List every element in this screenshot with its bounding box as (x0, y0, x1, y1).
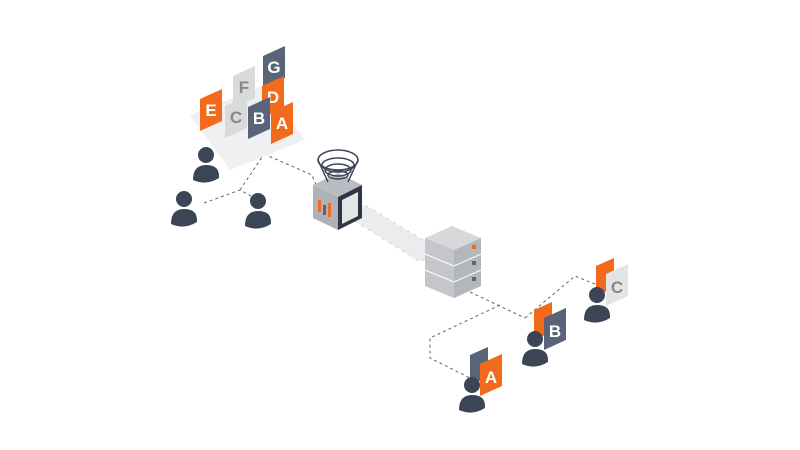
output-user-c: C (584, 258, 628, 323)
svg-text:B: B (253, 109, 265, 128)
processing-machine (313, 149, 362, 230)
funnel-icon (317, 149, 359, 183)
svg-text:E: E (205, 101, 216, 120)
tile-b: B (248, 97, 270, 139)
output-user-a: A (459, 347, 502, 413)
user-icon (193, 147, 219, 183)
tile-e: E (200, 89, 222, 131)
tile-g: G (263, 46, 285, 88)
svg-text:A: A (276, 114, 288, 133)
tile-a: A (271, 102, 293, 144)
svg-text:G: G (267, 58, 280, 77)
svg-text:F: F (239, 78, 249, 97)
tile-f: F (233, 66, 255, 108)
tile-c: C (225, 96, 247, 138)
user-icon (245, 193, 271, 229)
output-user-b: B (522, 302, 566, 367)
source-tiles: F G E C D B A (200, 46, 293, 144)
svg-text:C: C (230, 108, 242, 127)
svg-text:B: B (549, 322, 561, 341)
svg-text:A: A (485, 368, 497, 387)
svg-text:C: C (611, 278, 623, 297)
server-stack (424, 226, 482, 298)
user-icon (171, 191, 197, 227)
conveyor-belt (343, 204, 441, 263)
